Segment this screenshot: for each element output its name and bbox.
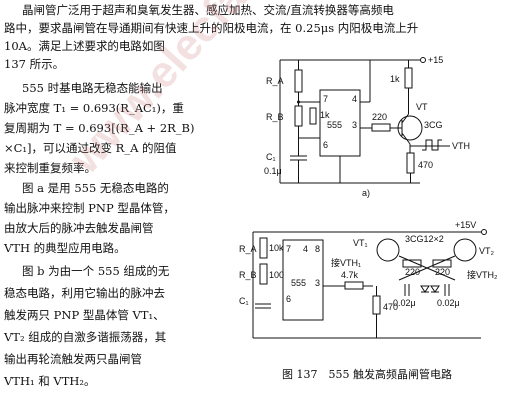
circuit-a-c1: C₁ (266, 152, 276, 162)
circuit-a-c1-val: 0.1μ (264, 166, 282, 176)
circuit-b-pin6: 6 (286, 294, 291, 304)
circuit-b-to-vth1: 接VTH₁ (331, 257, 361, 268)
circuit-b-r470: 470 (383, 302, 398, 312)
circuit-b-pin8: 8 (315, 244, 320, 254)
para-line-17: VT₂ 组成的自激多谐振荡器，其 (4, 330, 167, 344)
circuit-b-c02a: 0.02μ (393, 298, 416, 308)
para-line-1: 晶闸管广泛用于超声和臭氧发生器、感应加热、交流/直流转换器等高频电 (22, 3, 394, 17)
para-line-7: 复周期为 T = 0.693[(R_A + 2R_B) (4, 121, 195, 135)
circuit-b-r220b: 220 (435, 267, 450, 277)
para-line-8: ×C₁]，可以通过改变 R_A 的阻值 (4, 141, 177, 155)
circuit-a-ra: R_A (266, 76, 284, 86)
para-line-15: 稳态电路，利用它输出的脉冲去 (4, 286, 165, 300)
para-line-12: 由放大后的脉冲去触发晶闸管 (4, 221, 154, 235)
circuit-a-r470: 470 (418, 160, 433, 170)
para-line-13: VTH 的典型应用电路。 (4, 241, 126, 255)
circuit-b-r220a: 220 (405, 267, 420, 277)
para-line-18: 输出再轮流触发两只晶闸管 (4, 352, 142, 366)
circuit-b-c1: C₁ (239, 296, 249, 306)
para-line-19: VTH₁ 和 VTH₂。 (4, 374, 96, 388)
circuit-b-rb: R_B (239, 270, 257, 280)
circuit-b-ra: R_A (239, 244, 257, 254)
para-line-9: 来控制重复频率。 (4, 161, 96, 175)
para-line-4: 137 所示。 (4, 57, 65, 71)
para-line-2: 路中，要求晶闸管在导通期间有快速上升的阳极电流，在 0.25μs 内阳极电流上升 (4, 21, 419, 35)
circuit-a-pin6: 6 (323, 140, 328, 150)
para-line-6: 脉冲宽度 T₁ = 0.693(R_AC₁)，重 (4, 101, 184, 115)
circuit-a-pin4: 4 (352, 94, 357, 104)
circuit-b-vt-part: 3CG12×2 (405, 234, 444, 244)
circuit-b-pin7: 7 (286, 244, 291, 254)
figure-caption: 图 137 555 触发高频晶闸管电路 (282, 368, 452, 381)
circuit-a-diagram: +15 R_A R_B 1k 555 7 6 4 3 C₁ 0.1μ 220 1… (264, 55, 470, 198)
para-line-5: 555 时基电路无稳态能输出 (22, 81, 163, 95)
circuit-a-pin7: 7 (323, 94, 328, 104)
para-line-16: 触发两只 PNP 型晶体管 VT₁、 (4, 308, 165, 322)
circuit-b-ic: 555 (291, 278, 306, 288)
circuit-a-vth: VTH (452, 141, 470, 151)
circuit-a-1k-emit: 1k (390, 74, 400, 84)
para-line-3: 10A。满足上述要求的电路如图 (4, 39, 165, 53)
circuit-b-diagram: +15V R_A 10k R_B 100 C₁ 555 7 6 4 8 3 4.… (239, 220, 498, 339)
circuit-b-c02b: 0.02μ (437, 298, 460, 308)
circuit-a-caption: a) (362, 188, 370, 198)
circuit-b-r10k: 10k (269, 243, 284, 253)
circuit-a-vt-part: 3CG (424, 120, 443, 130)
circuit-a-r220: 220 (372, 112, 387, 122)
circuit-b-pin4: 4 (303, 244, 308, 254)
circuit-a-vt: VT (416, 102, 428, 112)
circuit-b-to-vth2: 接VTH₂ (467, 269, 498, 280)
circuit-a-pin3: 3 (352, 120, 357, 130)
circuit-a-ic: 555 (327, 120, 342, 130)
circuit-a-rb: R_B (266, 112, 284, 122)
circuit-b-pin3: 3 (315, 278, 320, 288)
para-line-10: 图 a 是用 555 无稳态电路的 (22, 181, 169, 195)
circuit-b-r47k: 4.7k (341, 270, 359, 280)
para-line-14: 图 b 为由一个 555 组成的无 (22, 264, 170, 278)
para-line-11: 输出脉冲来控制 PNP 型晶体管， (4, 201, 175, 215)
circuit-b-vt2: VT₂ (479, 246, 495, 256)
circuit-a-1k-base: 1k (320, 110, 330, 120)
circuit-b-vcc: +15V (455, 220, 476, 230)
circuit-b-vt1: VT₁ (353, 238, 368, 248)
circuit-a-vcc: +15 (428, 55, 443, 65)
circuit-b-r100: 100 (269, 270, 284, 280)
